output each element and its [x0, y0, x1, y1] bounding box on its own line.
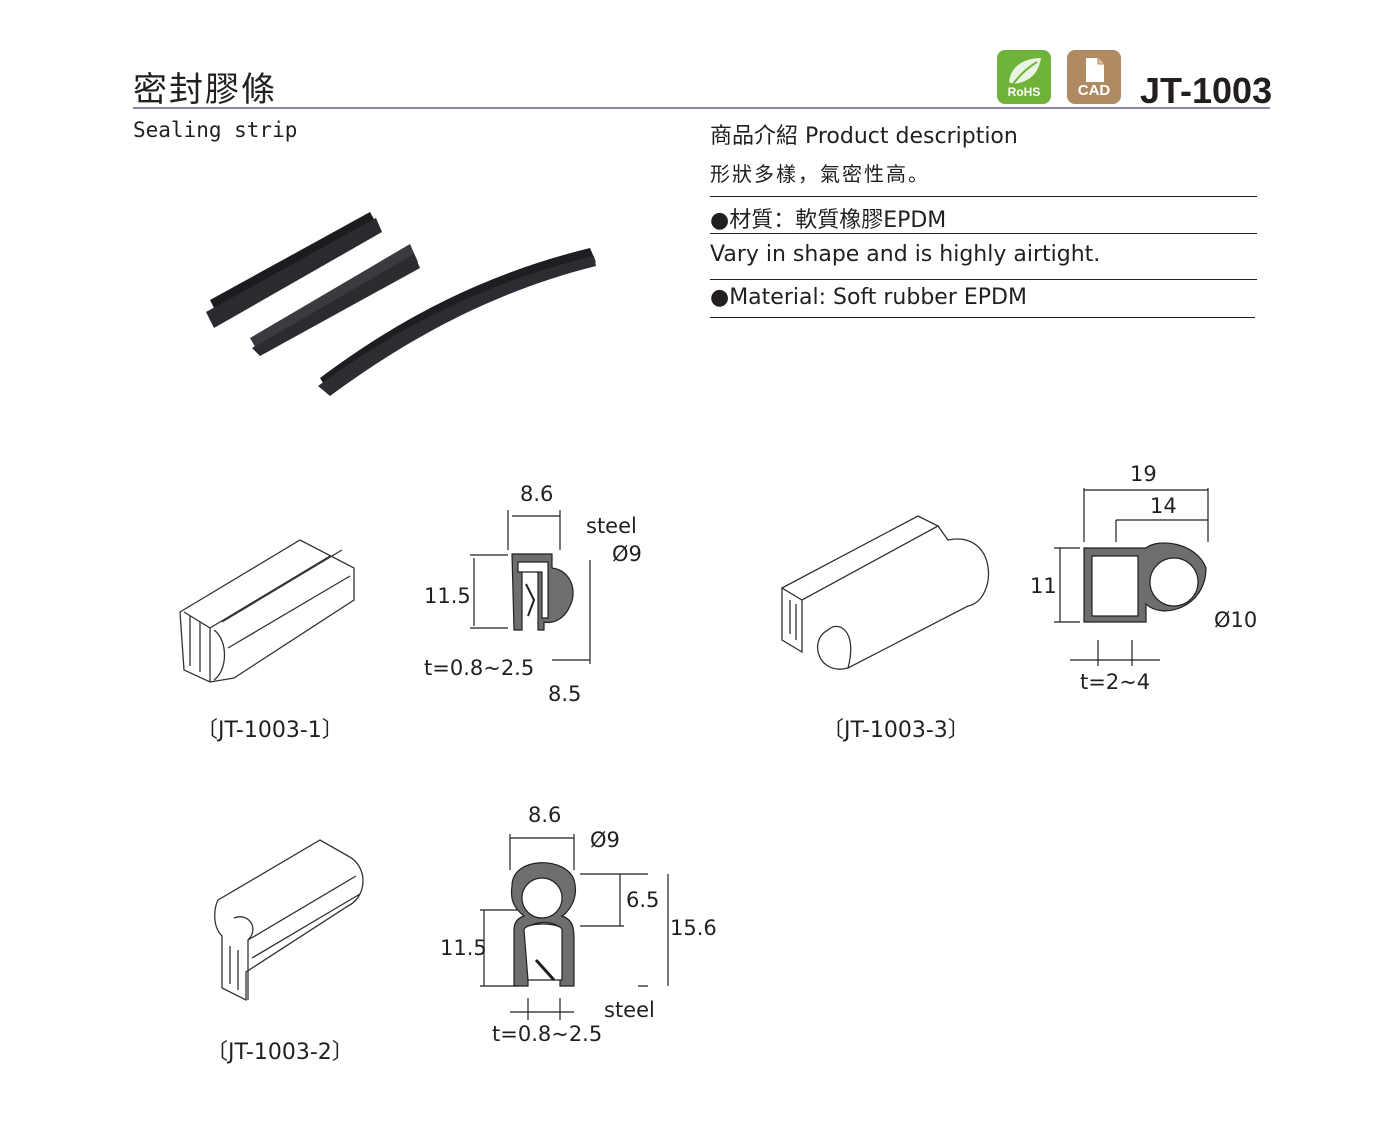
divider	[710, 317, 1255, 318]
description-heading: 商品介紹 Product description	[710, 124, 1018, 149]
dim-depth: 8.5	[548, 682, 582, 706]
description-zh: 形狀多樣，氣密性高。	[710, 162, 930, 186]
rohs-label: RoHS	[1007, 85, 1041, 99]
caption-jt-1003-3: 〔JT-1003-3〕	[822, 718, 970, 743]
jt-1003-2-profile	[480, 834, 669, 1020]
dim-thickness: t=0.8~2.5	[424, 656, 535, 680]
dim-bulb: 6.5	[626, 888, 660, 912]
dim-thickness: t=2~4	[1080, 670, 1151, 694]
leaf-icon	[1009, 58, 1041, 85]
model-number: JT-1003	[1140, 70, 1273, 111]
jt-1003-1-isometric	[179, 539, 355, 683]
description-en: Vary in shape and is highly airtight.	[710, 242, 1101, 267]
dim-height: 11	[1030, 574, 1057, 598]
page-subtitle: Sealing strip	[133, 118, 298, 142]
divider	[710, 279, 1257, 280]
dim-diameter: Ø9	[590, 828, 620, 852]
dim-width: 8.6	[528, 803, 562, 827]
file-icon	[1086, 58, 1104, 82]
material-zh: ●材質：軟質橡膠EPDM	[710, 208, 947, 233]
page-title: 密封膠條	[133, 70, 277, 110]
dim-height: 11.5	[424, 584, 471, 608]
caption-jt-1003-1: 〔JT-1003-1〕	[196, 718, 344, 743]
jt-1003-1-profile	[470, 510, 591, 664]
jt-1003-3-isometric	[780, 515, 990, 670]
material-en: ●Material: Soft rubber EPDM	[710, 285, 1027, 310]
dim-total: 15.6	[670, 916, 717, 940]
rohs-badge: RoHS	[997, 50, 1051, 104]
dim-inner: 14	[1150, 494, 1177, 518]
dim-steel: steel	[586, 514, 637, 538]
dim-steel: steel	[604, 998, 655, 1022]
dim-diameter: Ø10	[1214, 608, 1258, 632]
caption-jt-1003-2: 〔JT-1003-2〕	[206, 1040, 354, 1065]
dim-height: 11.5	[440, 936, 487, 960]
dim-total: 19	[1130, 462, 1157, 486]
cad-label: CAD	[1077, 82, 1111, 99]
dim-diameter: Ø9	[612, 542, 642, 566]
jt-1003-2-isometric	[214, 839, 364, 1002]
divider	[710, 233, 1257, 234]
dim-thickness: t=0.8~2.5	[492, 1022, 603, 1046]
divider	[710, 196, 1257, 197]
product-photo	[206, 212, 596, 396]
cad-badge: CAD	[1067, 50, 1121, 104]
title-divider	[133, 107, 1270, 109]
dim-width: 8.6	[520, 482, 554, 506]
jt-1003-3-profile	[1054, 488, 1209, 666]
